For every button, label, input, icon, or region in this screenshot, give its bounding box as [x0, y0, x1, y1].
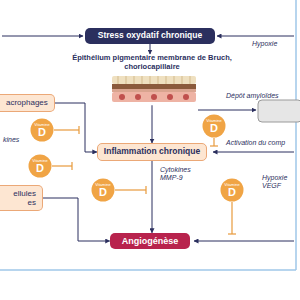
- connector-arrow: [152, 161, 153, 233]
- node-text: D: [210, 123, 218, 134]
- vitamin-circle: VitamineD: [28, 154, 52, 178]
- frame-line: [295, 0, 297, 270]
- input-arrow: [213, 152, 294, 153]
- outcome-box: Angiogénèse: [110, 233, 191, 249]
- deposit-box: [258, 100, 300, 122]
- node-text: Angiogénèse: [122, 236, 179, 246]
- node-text: D: [99, 187, 107, 198]
- node-text: D: [228, 187, 236, 198]
- edge-label: Cytokines MMP-9: [160, 166, 200, 182]
- connector-arrow: [152, 105, 153, 143]
- input-arrow: [217, 36, 294, 37]
- annotation-label: Hypoxie: [252, 40, 277, 48]
- input-arrow: [194, 241, 294, 242]
- cell-box: ellules es: [0, 185, 43, 211]
- node-text: Inflammation chronique: [104, 147, 200, 157]
- connector-arrow: [43, 198, 110, 241]
- connector-arrow: [55, 103, 97, 152]
- annotation-label: Hypoxie VEGF: [262, 174, 292, 190]
- node-text: Épithélium pigmentaire membrane de Bruch…: [67, 54, 237, 71]
- annotation-label: Dépôt amyloïdes: [226, 92, 279, 100]
- frame-line: [0, 269, 296, 271]
- node-text: ellules es: [6, 189, 36, 207]
- node-text: D: [36, 163, 44, 174]
- vitamin-circle: VitamineD: [30, 118, 54, 142]
- node-text: acrophages: [6, 98, 48, 107]
- node-text: Stress oxydatif chronique: [91, 31, 209, 41]
- process-box: Inflammation chronique: [97, 143, 207, 161]
- process-box: Stress oxydatif chronique: [85, 28, 215, 44]
- deposit-arrow: [198, 110, 256, 111]
- annotation-label: Activation du comp: [226, 139, 285, 147]
- inhibition-stub: [52, 126, 236, 234]
- tissue-heading: Épithélium pigmentaire membrane de Bruch…: [67, 54, 237, 105]
- retina-illustration: [112, 76, 196, 102]
- vitamin-circle: VitamineD: [220, 178, 244, 202]
- node-text: D: [38, 127, 46, 138]
- annotation-label: kines: [3, 136, 19, 144]
- vitamin-circle: VitamineD: [202, 114, 226, 138]
- connector-arrow: [150, 44, 151, 54]
- cell-box: acrophages: [0, 94, 55, 111]
- vitamin-circle: VitamineD: [91, 178, 115, 202]
- input-arrow: [2, 36, 83, 37]
